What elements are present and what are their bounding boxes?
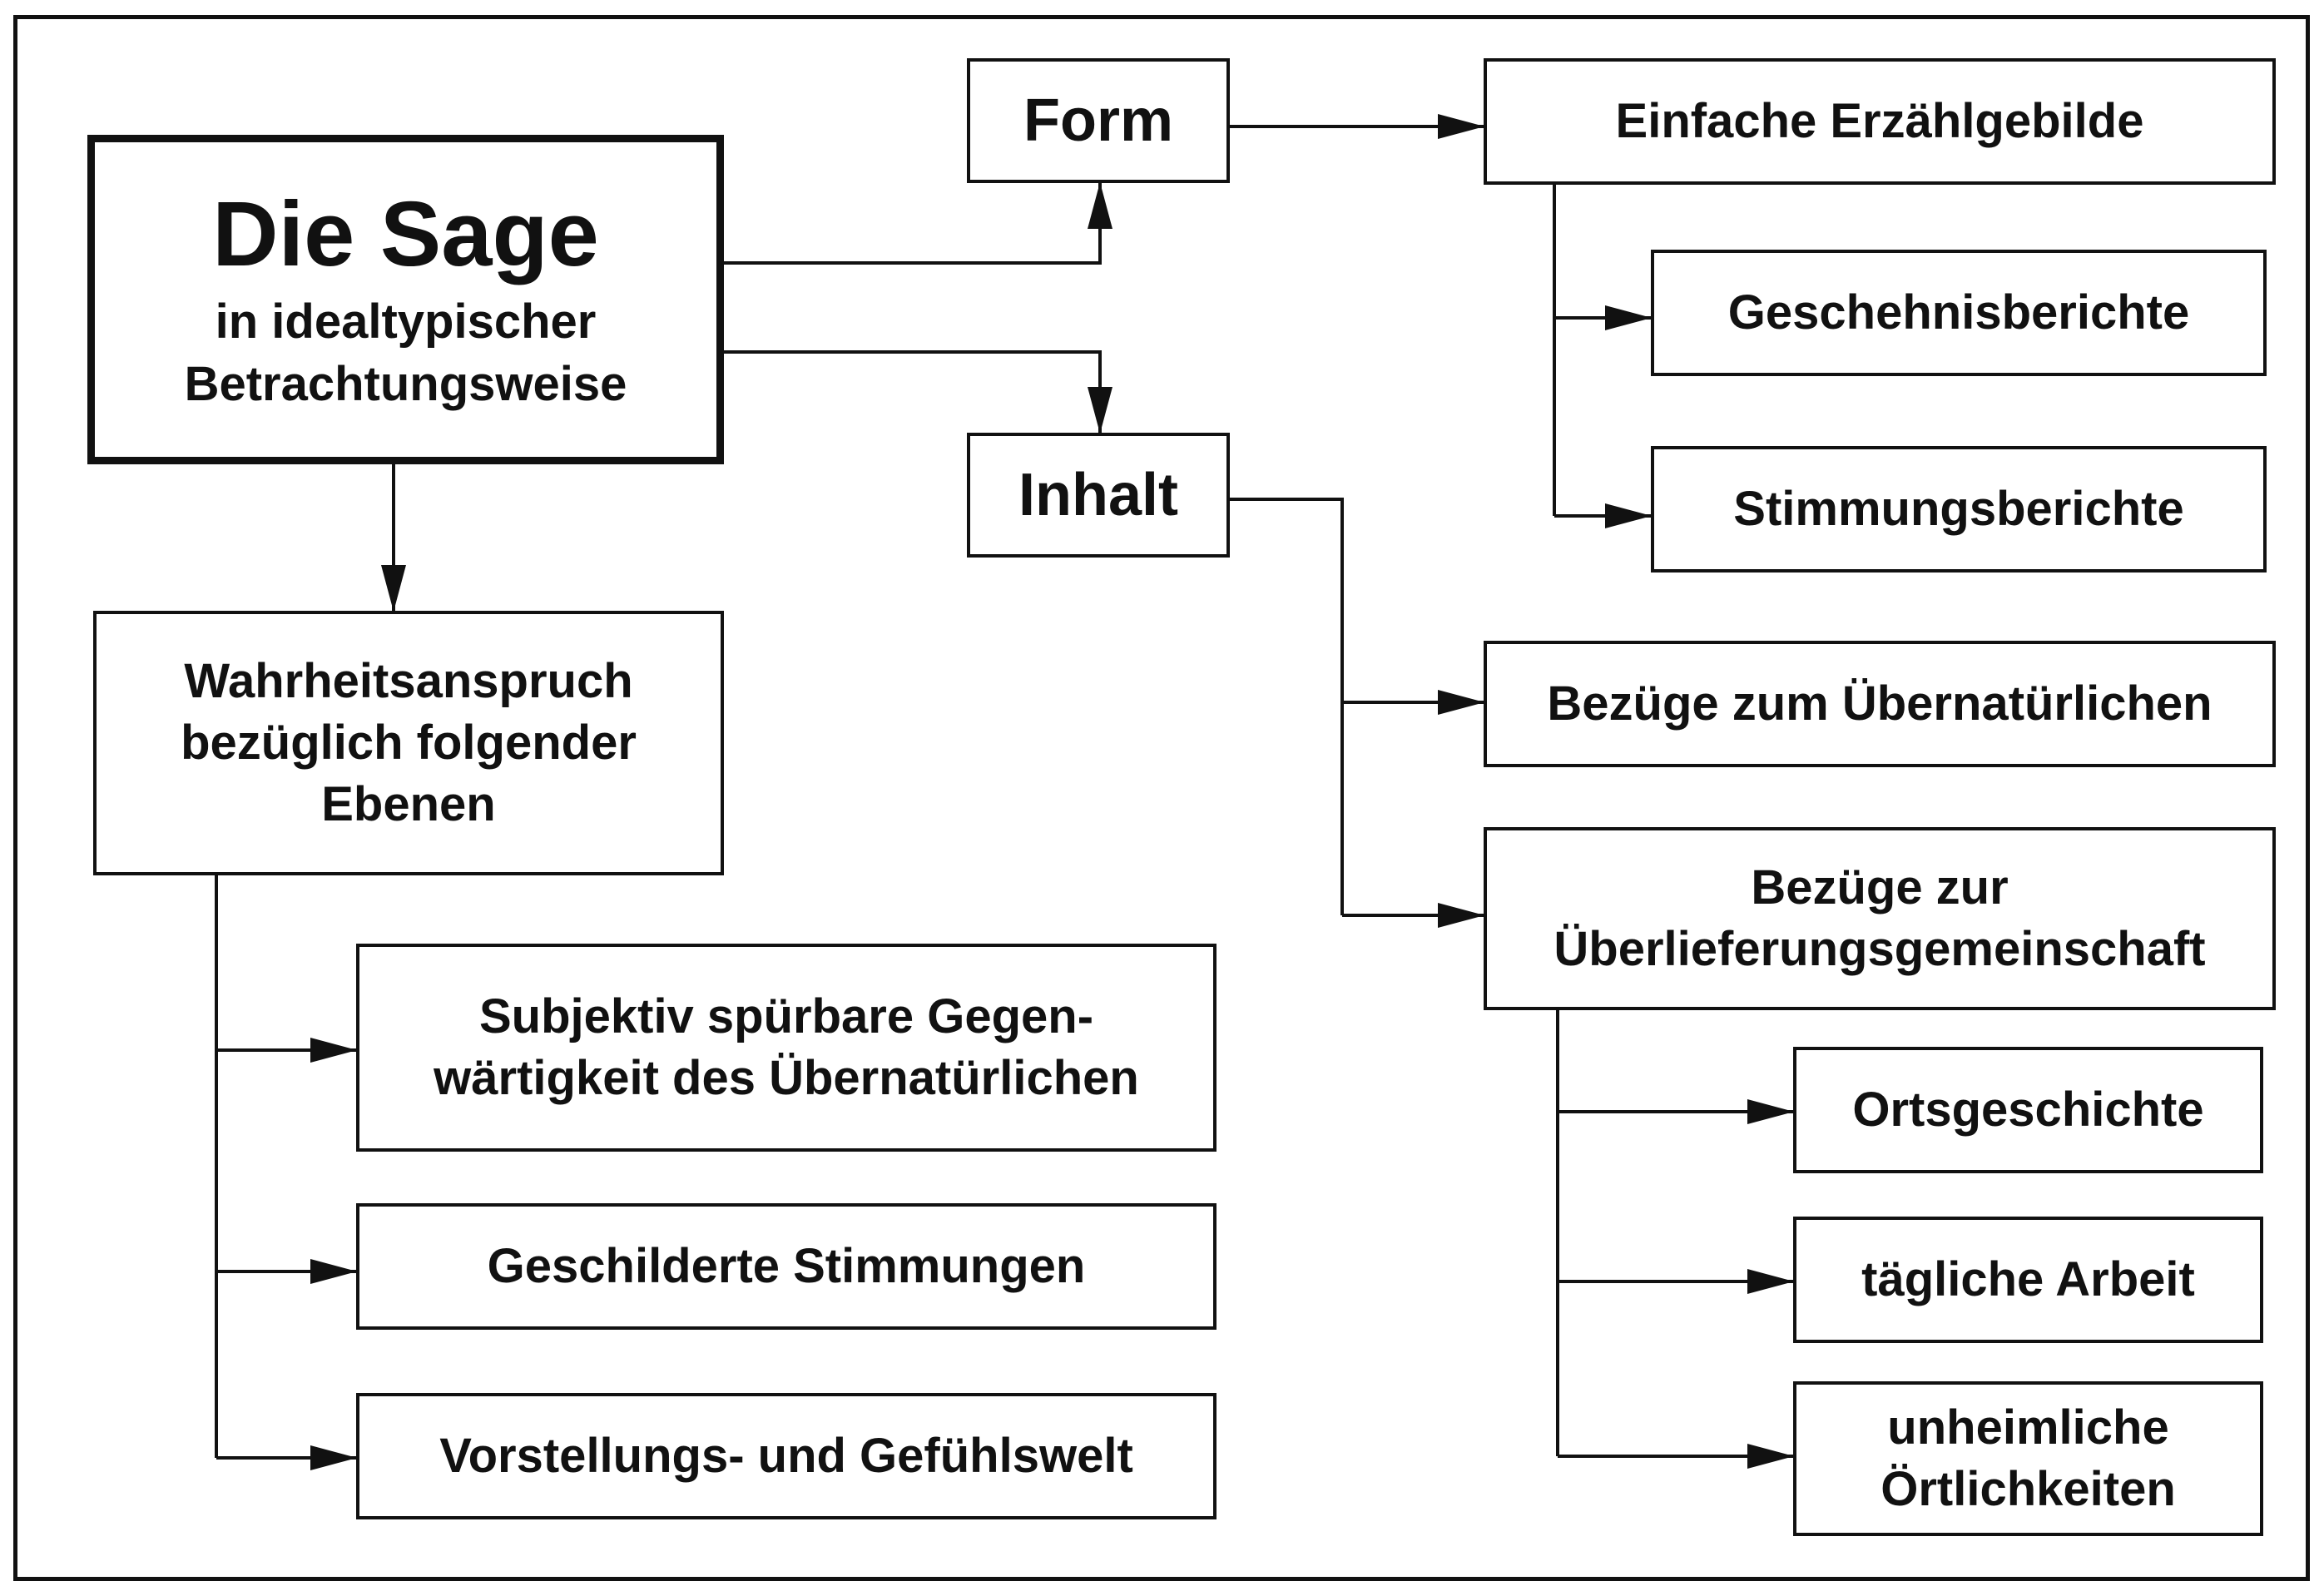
node-form: Form [967, 58, 1230, 183]
node-die-sage-subtitle-line1: in idealtypischer [215, 295, 597, 349]
node-subjektiv-gegenwaertigkeit: Subjektiv spürbare Gegen- wärtigkeit des… [356, 944, 1217, 1152]
node-uebernatuerlich-label: Bezüge zum Übernatürlichen [1547, 676, 2213, 731]
node-geschehnisberichte: Geschehnisberichte [1651, 250, 2267, 376]
node-ueberlieferung-line2: Überlieferungsgemeinschaft [1553, 922, 2206, 976]
node-stimmungsberichte: Stimmungsberichte [1651, 446, 2267, 572]
node-wahrheit-line1: Wahrheitsanspruch [184, 653, 633, 708]
node-unheimliche-oertlichkeiten: unheimliche Örtlichkeiten [1793, 1381, 2263, 1536]
node-vorstellungs-gefuehlswelt: Vorstellungs- und Gefühlswelt [356, 1393, 1217, 1519]
arrow-root-to-inhalt [724, 350, 1112, 434]
node-wahrheit-line2: bezüglich folgender [181, 715, 637, 770]
node-gegenwart-line2: wärtigkeit des Übernatürlichen [434, 1051, 1139, 1105]
node-die-sage-subtitle-line2: Betrachtungsweise [184, 356, 627, 411]
node-ortsgeschichte: Ortsgeschichte [1793, 1047, 2263, 1173]
line-inhalt-trunk [1230, 498, 1344, 915]
diagram-frame [13, 15, 2310, 1581]
node-ueberlieferung-line1: Bezüge zur [1751, 860, 2009, 914]
node-bezuege-ueberlieferung: Bezüge zur Überlieferungsgemeinschaft [1484, 827, 2276, 1010]
node-wahrheit-line3: Ebenen [321, 777, 496, 832]
node-bezuege-uebernatuerlich: Bezüge zum Übernatürlichen [1484, 641, 2276, 767]
node-die-sage: Die Sage in idealtypischer Betrachtungsw… [87, 135, 724, 464]
node-inhalt: Inhalt [967, 433, 1230, 558]
node-oertlichkeiten-line1: unheimliche [1887, 1400, 2169, 1455]
node-oertlichkeiten-line2: Örtlichkeiten [1881, 1462, 2176, 1516]
node-stimmungen-label: Geschilderte Stimmungen [487, 1238, 1086, 1293]
arrow-root-to-form [724, 182, 1112, 265]
node-taegliche-arbeit: tägliche Arbeit [1793, 1217, 2263, 1343]
node-gegenwart-line1: Subjektiv spürbare Gegen- [478, 989, 1094, 1043]
node-wahrheitsanspruch: Wahrheitsanspruch bezüglich folgender Eb… [93, 611, 724, 875]
node-form-label: Form [1023, 87, 1173, 154]
node-geschilderte-stimmungen: Geschilderte Stimmungen [356, 1203, 1217, 1330]
node-einfache-erzaehlgebilde: Einfache Erzählgebilde [1484, 58, 2276, 185]
node-arbeit-label: tägliche Arbeit [1861, 1252, 2195, 1306]
node-die-sage-title: Die Sage [212, 183, 599, 286]
node-geschehnis-label: Geschehnisberichte [1727, 285, 2190, 340]
node-vorstellung-label: Vorstellungs- und Gefühlswelt [439, 1428, 1133, 1483]
node-ortsgeschichte-label: Ortsgeschichte [1852, 1082, 2204, 1137]
node-stimmungsberichte-label: Stimmungsberichte [1733, 481, 2184, 536]
node-inhalt-label: Inhalt [1018, 461, 1178, 528]
node-einfache-label: Einfache Erzählgebilde [1615, 93, 2144, 148]
